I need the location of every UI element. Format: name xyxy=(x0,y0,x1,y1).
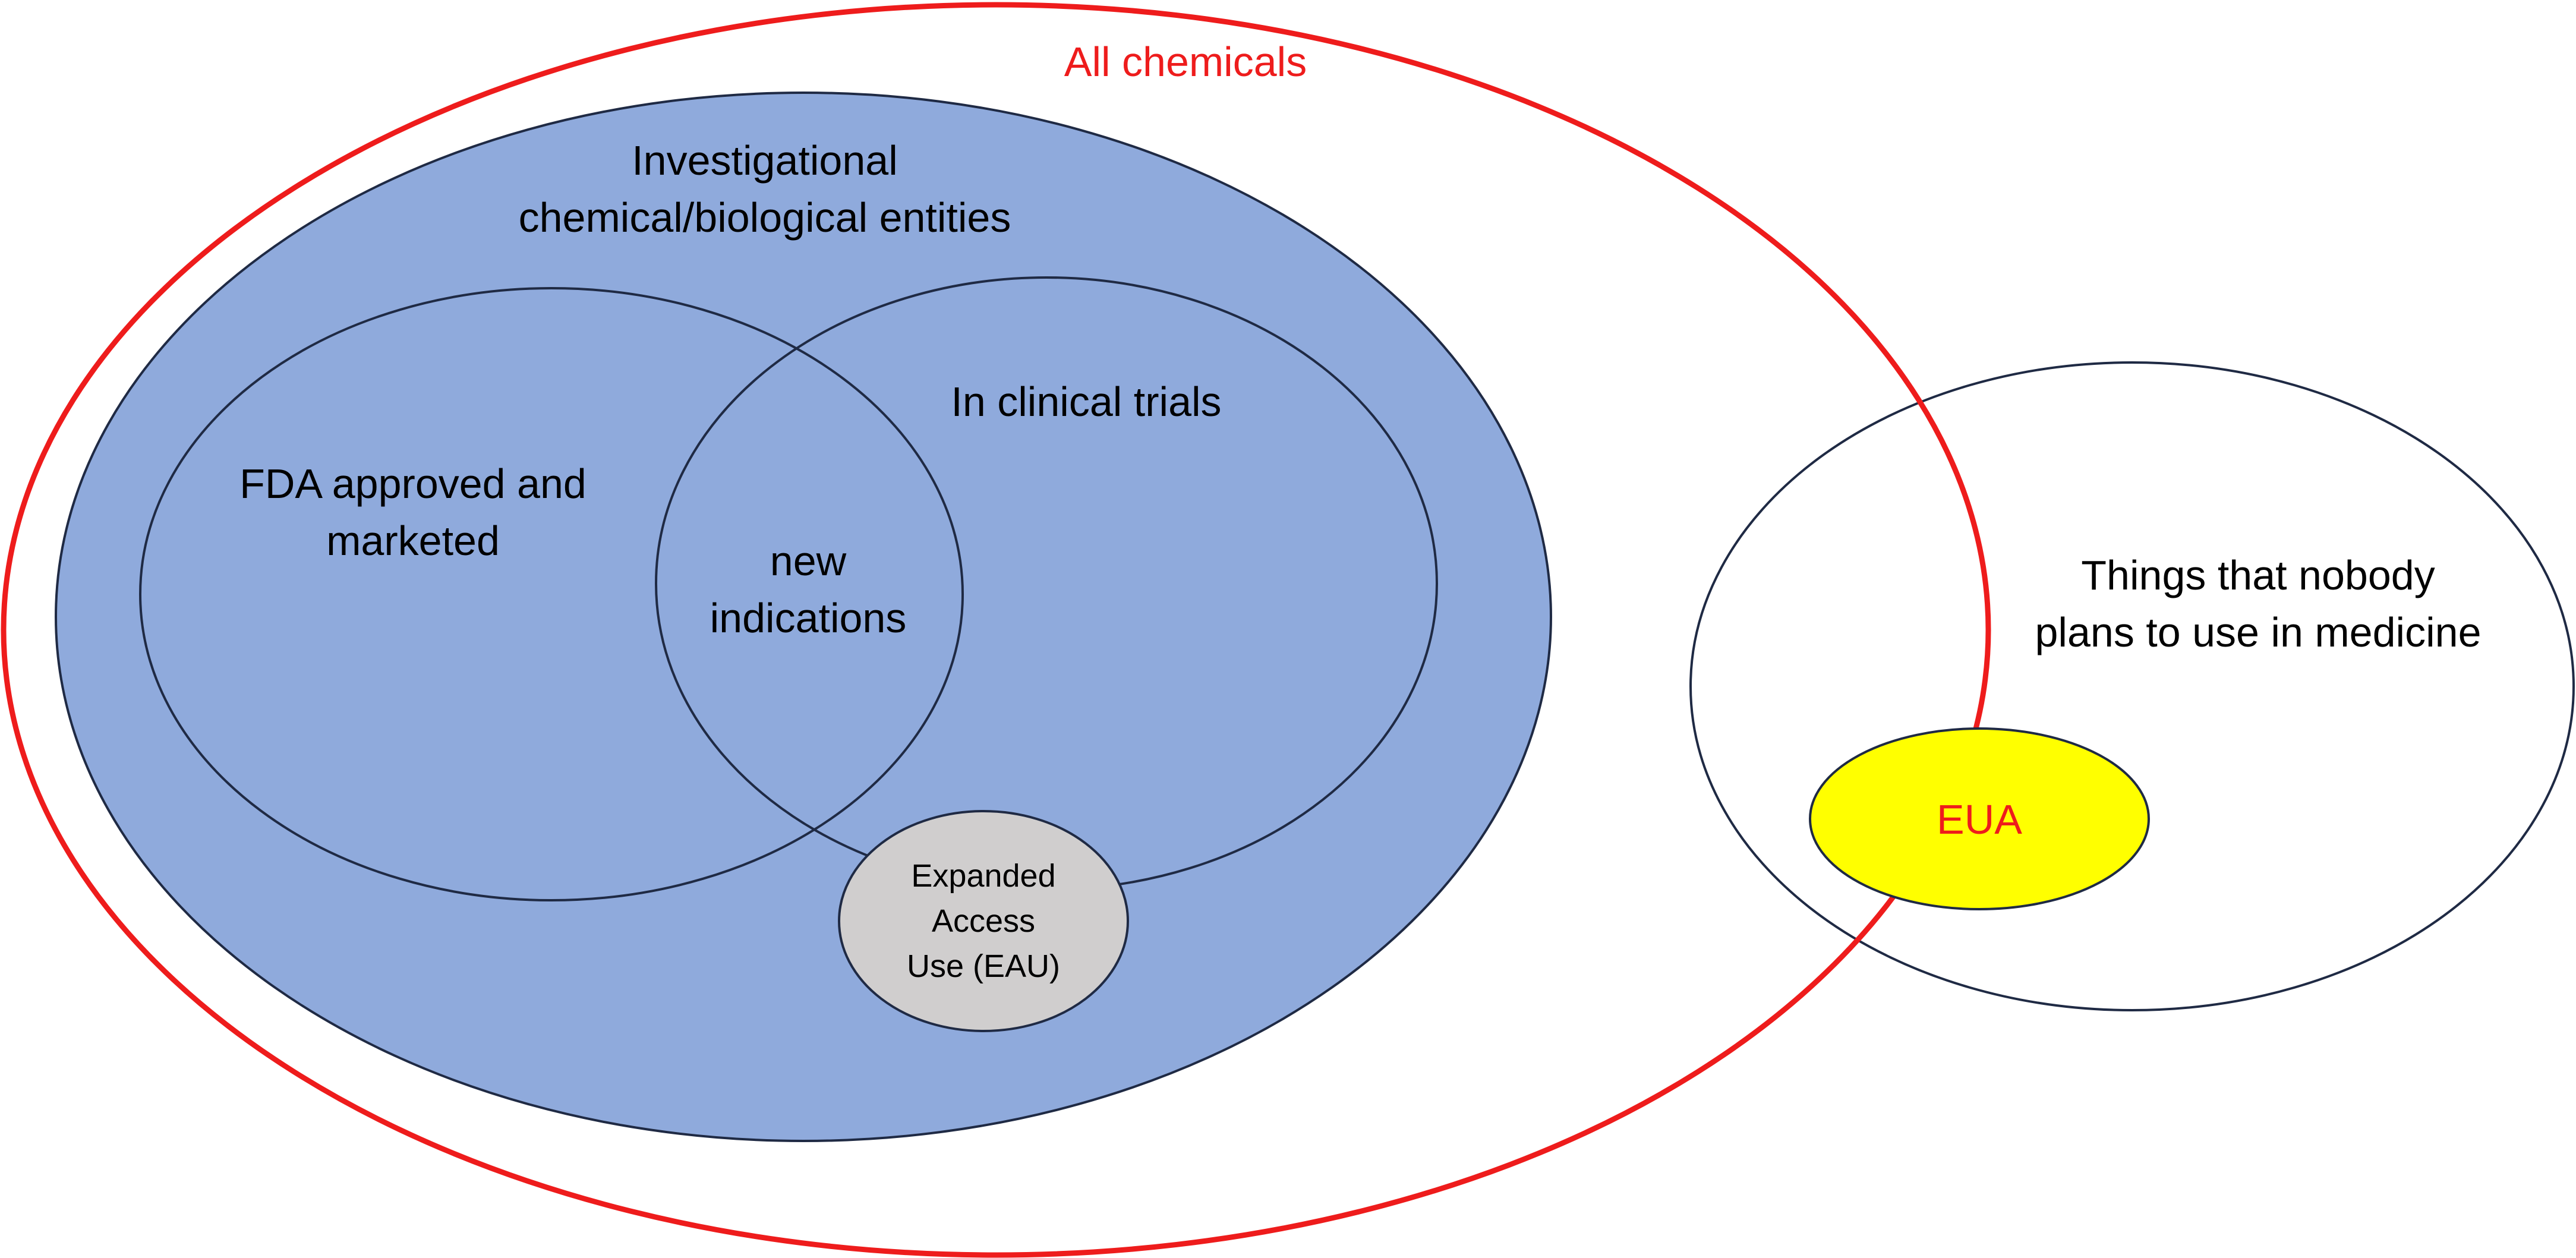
clinical-trials-label: In clinical trials xyxy=(951,379,1221,425)
nobody-plans-ellipse xyxy=(1689,361,2575,1011)
nobody-plans-label-line-1: Things that nobody xyxy=(2081,552,2435,598)
expanded-access-label-line-3: Use (EAU) xyxy=(907,948,1060,984)
fda-approved-ellipse xyxy=(139,287,964,901)
fda-approved-label-line-2: marketed xyxy=(326,518,500,564)
investigational-ellipse xyxy=(55,92,1552,1142)
expanded-access-ellipse xyxy=(838,810,1129,1032)
fda-approved-label-line-1: FDA approved and xyxy=(239,461,587,507)
eua-ellipse xyxy=(1809,727,2150,910)
new-indications-label-line-2: indications xyxy=(710,595,907,641)
investigational-label-line-1: Investigational xyxy=(632,137,898,184)
all-chemicals-ellipse xyxy=(1,2,1991,1258)
new-indications-label-line-1: new xyxy=(770,538,847,584)
all-chemicals-label: All chemicals xyxy=(1064,39,1307,85)
eua-label: EUA xyxy=(1937,796,2022,843)
nobody-plans-label-line-2: plans to use in medicine xyxy=(2035,609,2482,655)
expanded-access-label-line-2: Access xyxy=(932,903,1035,939)
investigational-label-line-2: chemical/biological entities xyxy=(519,194,1011,241)
expanded-access-label-line-1: Expanded xyxy=(911,858,1055,894)
